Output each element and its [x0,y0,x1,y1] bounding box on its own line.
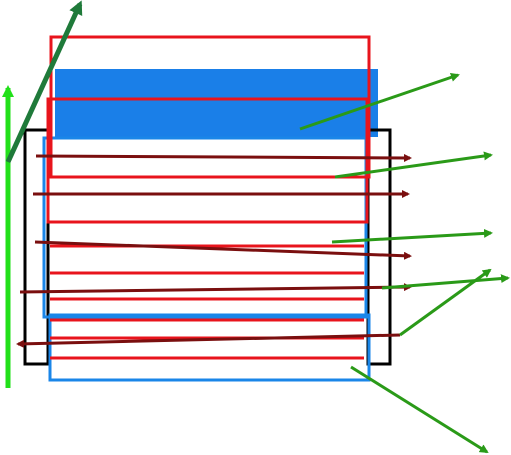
green-arrow [399,268,492,337]
dark-red-arrow [16,333,401,348]
green-arrow [334,151,493,179]
green-arrow [331,228,493,244]
dark-red-arrow [34,240,412,260]
green-arrow [299,73,460,131]
black-frame-left [23,128,50,366]
green-arrow [381,274,510,290]
green-arrows [299,73,510,454]
dark-red-arrows [16,153,412,348]
red-outline-rect-inner [46,97,369,224]
green-arrow [350,365,489,454]
black-frame-right [366,128,392,366]
dark-red-arrow [35,153,412,162]
blue-outline-rect-lower [48,313,371,382]
blue-filled-rect [55,69,378,137]
blue-outline-rect-upper [42,136,368,319]
dark-red-arrow [19,283,412,294]
diagonal-dark-green-arrow [5,0,83,164]
